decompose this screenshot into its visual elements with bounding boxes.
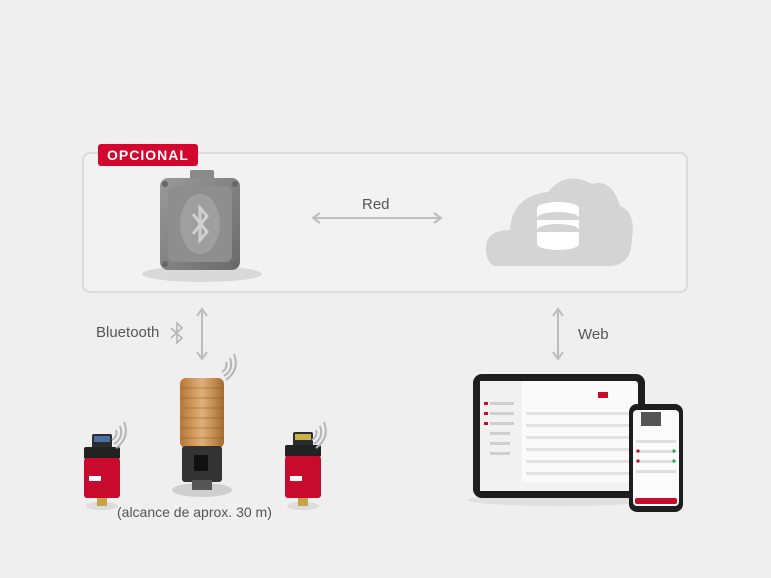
range-label: (alcance de aprox. 30 m): [117, 504, 272, 520]
optional-badge: OPCIONAL: [98, 144, 198, 166]
cloud-database-icon: [486, 178, 633, 266]
network-label: Red: [362, 196, 390, 213]
lubricator-icon: [285, 432, 321, 510]
network-arrow: [311, 212, 443, 224]
wifi-signal-icon: [111, 421, 127, 449]
web-arrow: [552, 307, 564, 361]
bluetooth-label: Bluetooth: [96, 324, 160, 341]
wifi-signal-icon: [311, 421, 327, 449]
smartphone-icon: [629, 404, 683, 512]
bluetooth-gateway-icon: [142, 170, 262, 282]
lubricator-icon: [84, 434, 120, 510]
bluetooth-icon: [170, 321, 184, 345]
lubricator-icon: [172, 378, 232, 497]
bluetooth-arrow: [196, 307, 208, 361]
web-label: Web: [578, 326, 609, 343]
tablet-icon: [468, 374, 652, 506]
wifi-signal-icon: [221, 353, 237, 381]
